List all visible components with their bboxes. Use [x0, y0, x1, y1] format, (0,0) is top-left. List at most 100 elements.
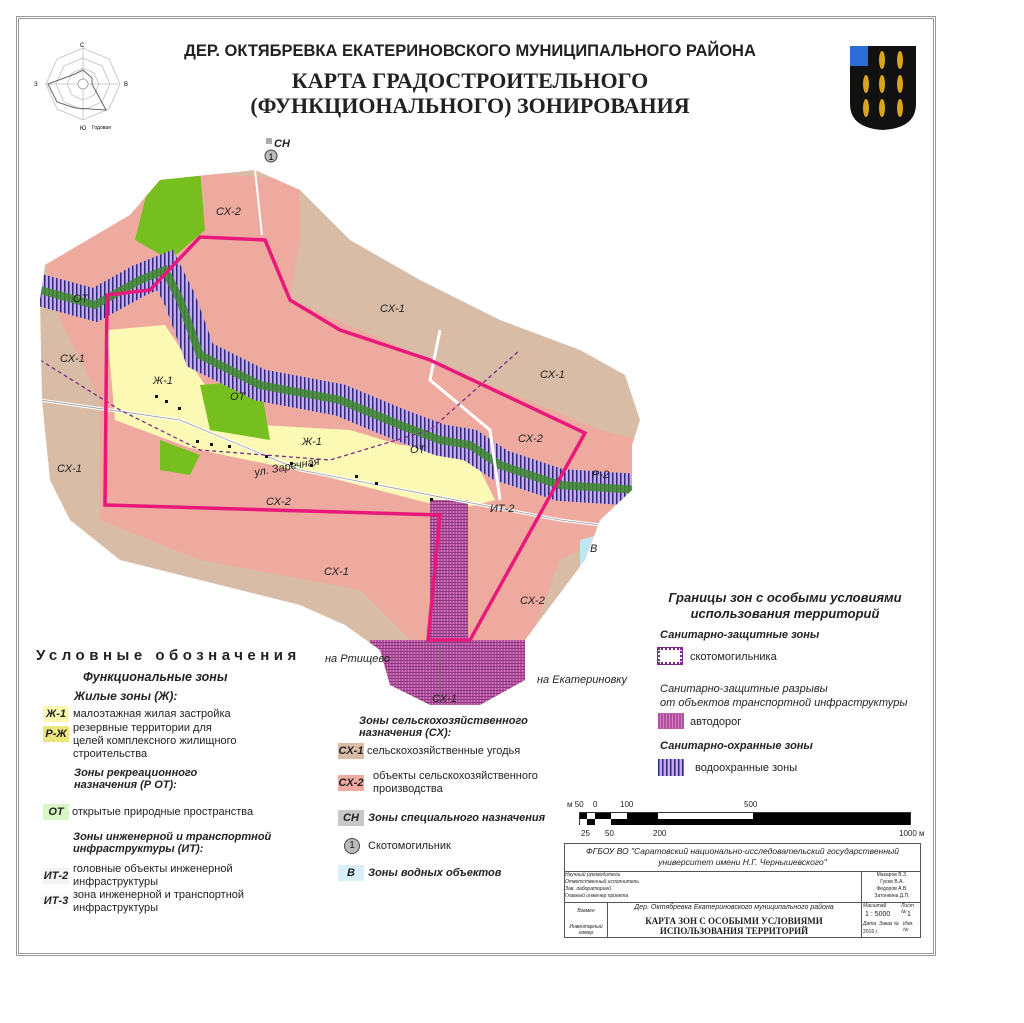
label-it2: ИТ-2: [490, 503, 514, 515]
cattle-burial-symbol: 1: [264, 149, 278, 163]
person: Макаров В.З.: [876, 872, 908, 878]
label-ot: ОТ: [230, 391, 247, 403]
wind-legend: Годовая: [92, 125, 111, 131]
role: Главный инженер проекта: [565, 893, 629, 899]
swatch-sx2: СХ-2: [338, 775, 364, 791]
legend-sx1-text: сельскохозяйственные угодья: [367, 745, 521, 757]
legend-it3-text: зона инженерной и транспортной инфрастру…: [73, 889, 245, 914]
scale-label: 100: [620, 800, 634, 809]
legend-gaps-heading: Санитарно-защитные разрывы от объектов т…: [660, 682, 907, 710]
legend-sn-text: Зоны специального назначения: [368, 812, 546, 824]
swatch-ot: ОТ: [43, 804, 69, 820]
legend-zh1-text: малоэтажная жилая застройка: [73, 708, 231, 720]
svg-text:1: 1: [269, 152, 274, 162]
wind-w: З: [34, 82, 38, 88]
person: Федоров А.В.: [876, 886, 908, 892]
legend-water-text: Зоны водных объектов: [368, 867, 502, 879]
scale-label: 0: [593, 800, 598, 809]
swatch-zh1: Ж-1: [43, 706, 69, 722]
swatch-it3: ИТ-3: [43, 893, 69, 909]
settlement-boundary: [103, 235, 588, 642]
title-line-1: КАРТА ГРАДОСТРОИТЕЛЬНОГО: [291, 68, 649, 93]
role: Научный руководитель: [565, 872, 621, 878]
swatch-sx1: СХ-1: [338, 743, 364, 759]
gaps-line-2: от объектов транспортной инфраструктуры: [660, 697, 908, 709]
tb-date-label: Дата: [863, 921, 877, 927]
label-sx1: СХ-1: [432, 693, 457, 705]
roles: Научный руководитель Ответственный испол…: [565, 872, 693, 900]
label-sn: СН: [274, 138, 291, 150]
label-sx1: СХ-1: [60, 353, 85, 365]
scale-bar-graphic: [579, 812, 911, 825]
label-ot: ОТ: [73, 293, 90, 305]
label-sx1: СХ-1: [324, 566, 349, 578]
label-sx1: СХ-1: [57, 463, 82, 475]
scale-label: 200: [653, 829, 667, 838]
swatch-cattle-zone: [657, 647, 683, 665]
swatch-sn: СН: [338, 810, 364, 826]
map-title: КАРТА ГРАДОСТРОИТЕЛЬНОГО (ФУНКЦИОНАЛЬНОГ…: [160, 68, 780, 118]
legend-functional-heading: Функциональные зоны: [83, 670, 228, 684]
sn-marker: [266, 138, 272, 144]
coat-of-arms: [850, 46, 916, 130]
scale-label: 1000 м: [899, 829, 925, 838]
org-line-2: университет имени Н.Г. Чернышевского": [658, 857, 827, 867]
tb-left-2: Инвентарный номер: [569, 924, 603, 936]
special-title-1: Границы зон с особыми условиями: [668, 590, 902, 605]
legend-sanitary-heading: Санитарно-защитные зоны: [660, 629, 820, 641]
legend-title: Условные обозначения: [36, 647, 301, 664]
tb-sheet-label: Лист №: [901, 903, 914, 915]
role: Ответственный исполнитель: [565, 879, 639, 885]
sheet-frame: [16, 16, 936, 956]
scale-label: м 50: [567, 800, 584, 809]
road-gap-zone-south: [370, 640, 540, 705]
role: Зав. лабораторией: [565, 886, 612, 892]
legend-residential-heading: Жилые зоны (Ж):: [74, 689, 178, 703]
title-block: ФГБОУ ВО "Саратовский национально-исслед…: [564, 843, 921, 938]
legend-road-gap-text: автодорог: [690, 716, 742, 728]
cattle-burial-icon: 1: [344, 838, 360, 854]
legend-agri-heading: Зоны сельскохозяйственного назначения (С…: [359, 715, 528, 739]
legend-sx2-text: объекты сельскохозяйственного производст…: [373, 770, 538, 795]
map-subtitle: ДЕР. ОКТЯБРЕВКА ЕКАТЕРИНОВСКОГО МУНИЦИПА…: [184, 42, 756, 60]
org-line-1: ФГБОУ ВО "Саратовский национально-исслед…: [586, 846, 899, 856]
label-sx1: СХ-1: [380, 303, 405, 315]
swatch-water-protection: [658, 759, 684, 776]
tb-sheet-title: КАРТА ЗОН С ОСОБЫМИ УСЛОВИЯМИ ИСПОЛЬЗОВА…: [609, 916, 859, 936]
zone-ot-green: [135, 170, 270, 475]
gaps-line-1: Санитарно-защитные разрывы: [660, 683, 828, 695]
legend-infra-heading: Зоны инженерной и транспортной инфрастру…: [73, 831, 272, 855]
zone-water: [580, 535, 598, 575]
special-title-2: использования территорий: [690, 606, 880, 621]
road-gap-zone: [430, 500, 468, 650]
label-sx2: СХ-2: [520, 595, 545, 607]
sheet-title-1: КАРТА ЗОН С ОСОБЫМИ УСЛОВИЯМИ: [645, 916, 823, 926]
tb-inv-label: Инв. №: [903, 921, 914, 933]
wind-e: В: [124, 82, 128, 88]
scale-label: 50: [605, 829, 614, 838]
buildings: [155, 395, 433, 501]
label-zh1: Ж-1: [152, 375, 173, 387]
sheet-title-2: ИСПОЛЬЗОВАНИЯ ТЕРРИТОРИЙ: [659, 926, 809, 936]
legend-cattle-text: Скотомогильник: [368, 840, 451, 852]
label-road-east: на Екатериновку: [537, 674, 628, 686]
scale-bar: м 50 0 100 500 25 50 200 1000 м: [567, 800, 927, 840]
legend-water-protection-text: водоохранные зоны: [695, 762, 798, 774]
zone-zh1: [107, 325, 495, 510]
wind-rose: С З В Ю Годовая: [34, 43, 128, 132]
scale-label: 500: [744, 800, 758, 809]
label-sx1: СХ-1: [540, 369, 565, 381]
swatch-it2: ИТ-2: [43, 868, 69, 884]
legend-recreation-heading: Зоны рекреационного назначения (Р ОТ):: [74, 767, 198, 791]
names: Макаров В.З. Гусев В.А. Федоров А.В. Зат…: [863, 872, 921, 900]
tb-left-1: Взамен: [577, 908, 595, 914]
swatch-rzh: Р-Ж: [43, 726, 69, 742]
label-zh1: Ж-1: [301, 436, 322, 448]
label-sx2: СХ-2: [216, 206, 241, 218]
tb-sheet: 1: [907, 911, 911, 918]
tb-place: Дер. Октябревка Екатериновского муниципа…: [634, 904, 834, 911]
tb-scale: 1 : 5000: [865, 911, 891, 918]
swatch-water: В: [338, 865, 364, 881]
legend-cattle-zone-text: скотомогильника: [690, 651, 777, 663]
